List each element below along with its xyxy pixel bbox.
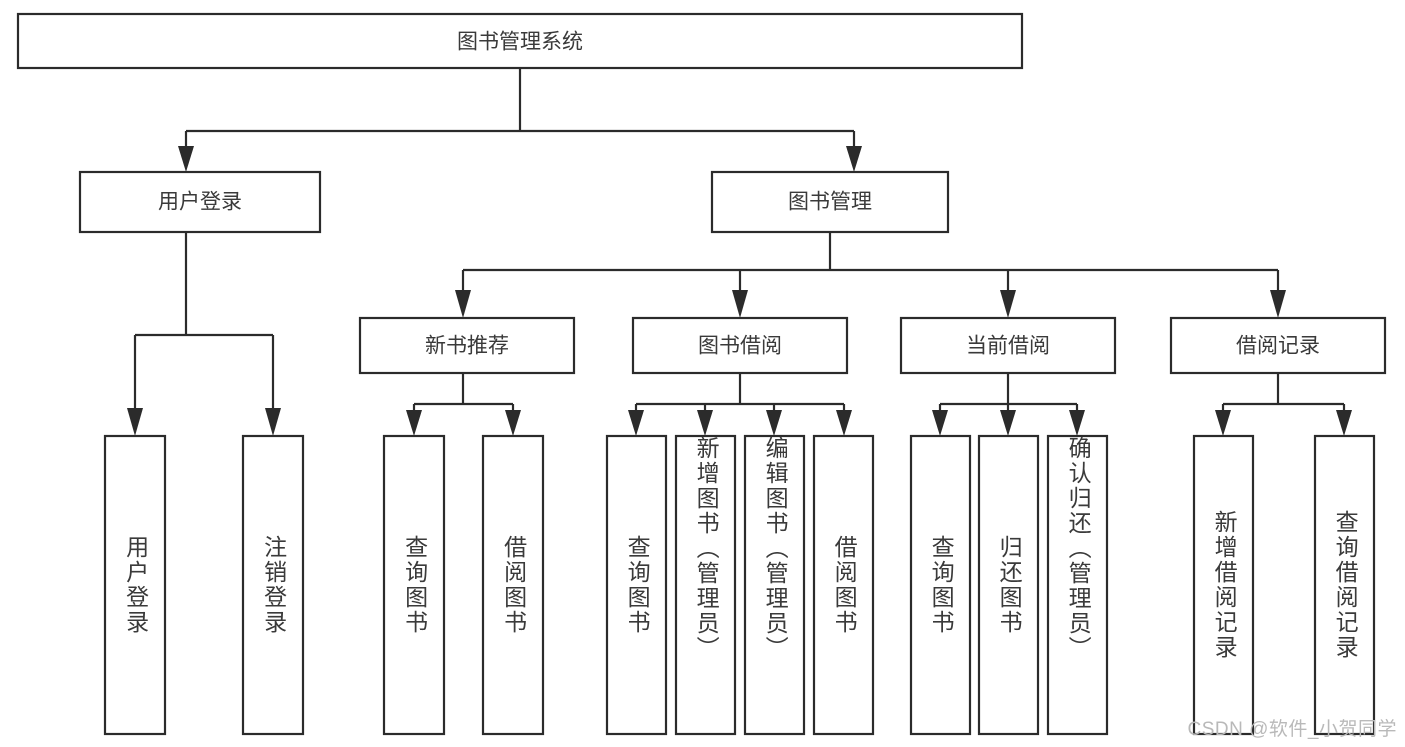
node-book-borrow-label: 图书借阅 — [698, 335, 782, 358]
connector-borrow-to-leaves — [628, 373, 852, 436]
csdn-watermark: CSDN @软件_小贺同学 — [1187, 719, 1397, 740]
leaf-box-recommend-1[interactable] — [481, 434, 545, 736]
node-borrow-record[interactable]: 借阅记录 — [1169, 316, 1387, 375]
leaf-box-current-0[interactable] — [909, 434, 972, 736]
leaf-box-record-1[interactable] — [1313, 434, 1376, 736]
connector-recommend-to-leaves — [406, 373, 521, 436]
connector-root-to-level2 — [178, 68, 862, 172]
leaf-box-user-login-1[interactable] — [241, 434, 305, 736]
node-current-borrow-label: 当前借阅 — [966, 335, 1050, 358]
leaf-box-borrow-1[interactable] — [674, 434, 737, 736]
leaf-box-borrow-0[interactable] — [605, 434, 668, 736]
node-root-label: 图书管理系统 — [457, 31, 583, 54]
node-user-login-label: 用户登录 — [158, 191, 242, 214]
leaf-box-recommend-0[interactable] — [382, 434, 446, 736]
connector-bookmgmt-to-level3 — [455, 232, 1286, 318]
connector-userlogin-to-leaves — [127, 232, 281, 436]
leaf-box-record-0[interactable] — [1192, 434, 1255, 736]
leaf-box-current-2[interactable] — [1046, 434, 1109, 736]
node-root-system[interactable]: 图书管理系统 — [16, 12, 1024, 70]
node-borrow-record-label: 借阅记录 — [1236, 335, 1320, 358]
connector-record-to-leaves — [1215, 373, 1352, 436]
node-user-login[interactable]: 用户登录 — [78, 170, 322, 234]
leaf-box-user-login-0[interactable] — [103, 434, 167, 736]
node-new-book-recommend-label: 新书推荐 — [425, 335, 509, 358]
leaf-box-borrow-2[interactable] — [743, 434, 806, 736]
leaf-box-current-1[interactable] — [977, 434, 1040, 736]
node-current-borrow[interactable]: 当前借阅 — [899, 316, 1117, 375]
node-book-management[interactable]: 图书管理 — [710, 170, 950, 234]
leaf-box-borrow-3[interactable] — [812, 434, 875, 736]
node-book-borrow[interactable]: 图书借阅 — [631, 316, 849, 375]
node-book-management-label: 图书管理 — [788, 191, 872, 214]
node-new-book-recommend[interactable]: 新书推荐 — [358, 316, 576, 375]
connector-current-to-leaves — [932, 373, 1085, 436]
leaf-boxes — [103, 434, 1376, 736]
